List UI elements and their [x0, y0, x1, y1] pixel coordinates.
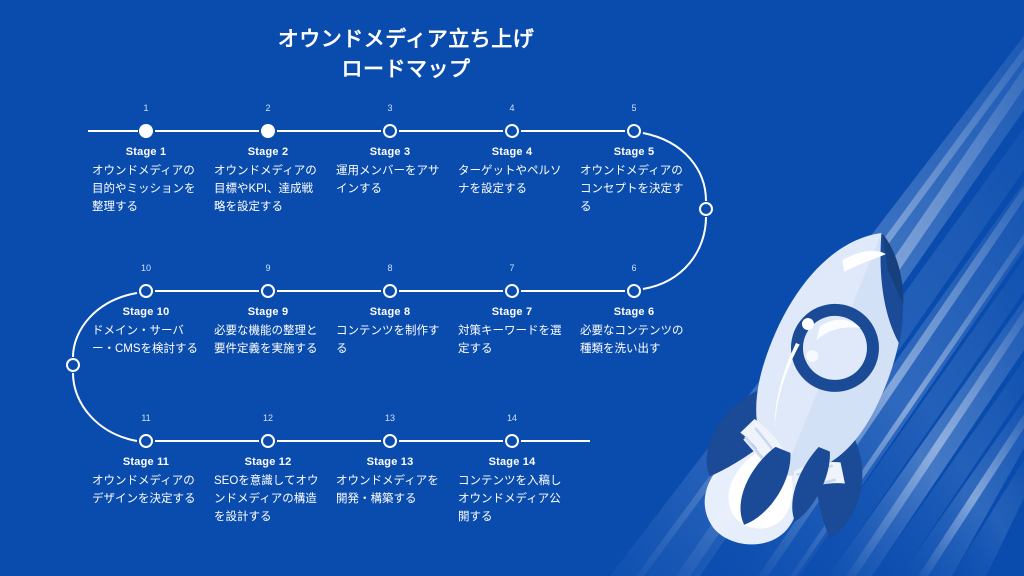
stage-body-1: オウンドメディアの目的やミッションを整理する	[92, 165, 196, 213]
stage-number-9: 9	[265, 263, 271, 273]
stage-number-10: 10	[140, 263, 151, 273]
page-title: オウンドメディア立ち上げ ロードマップ	[0, 25, 812, 86]
stage-card-9[interactable]: Stage 9 必要な機能の整理と要件定義を実施する	[214, 306, 322, 359]
stage-number-4: 4	[509, 103, 515, 113]
stage-card-14[interactable]: Stage 14 コンテンツを入稿しオウンドメディア公開する	[458, 456, 566, 526]
stage-body-7: 対策キーワードを選定する	[458, 325, 562, 355]
stage-body-6: 必要なコンテンツの種類を洗い出す	[580, 325, 684, 355]
stage-dot-12	[261, 434, 275, 448]
stage-body-11: オウンドメディアのデザインを決定する	[92, 475, 196, 505]
stage-number-11: 11	[141, 413, 151, 423]
stage-body-8: コンテンツを制作する	[336, 325, 440, 355]
stage-dot-4	[505, 124, 519, 138]
stage-card-3[interactable]: Stage 3 運用メンバーをアサインする	[336, 146, 444, 199]
stage-dot-7	[505, 284, 519, 298]
stage-card-11[interactable]: Stage 11 オウンドメディアのデザインを決定する	[92, 456, 200, 509]
stage-title-12: Stage 12	[244, 456, 292, 468]
stage-body-5: オウンドメディアのコンセプトを決定する	[580, 165, 684, 213]
stage-title-1: Stage 1	[125, 146, 167, 158]
stage-title-9: Stage 9	[247, 306, 289, 318]
stage-number-8: 8	[387, 263, 393, 273]
stage-card-8[interactable]: Stage 8 コンテンツを制作する	[336, 306, 444, 359]
stage-title-4: Stage 4	[491, 146, 533, 158]
stage-number-12: 12	[262, 413, 273, 423]
stage-dot-2	[261, 124, 275, 138]
stage-number-5: 5	[631, 103, 637, 113]
stage-body-14: コンテンツを入稿しオウンドメディア公開する	[458, 475, 562, 523]
stage-dot-13	[383, 434, 397, 448]
stage-card-6[interactable]: Stage 6 必要なコンテンツの種類を洗い出す	[580, 306, 688, 359]
stage-number-13: 13	[384, 413, 395, 423]
stage-card-10[interactable]: Stage 10 ドメイン・サーバー・CMSを検討する	[92, 306, 200, 359]
stage-title-5: Stage 5	[613, 146, 655, 158]
stage-number-1: 1	[143, 103, 149, 113]
stage-dot-11	[139, 434, 153, 448]
stage-body-9: 必要な機能の整理と要件定義を実施する	[214, 325, 318, 355]
stage-dot-3	[383, 124, 397, 138]
stage-title-10: Stage 10	[122, 306, 170, 318]
stage-body-3: 運用メンバーをアサインする	[336, 165, 440, 195]
stage-body-12: SEOを意識してオウンドメディアの構造を設計する	[214, 475, 319, 523]
stage-title-11: Stage 11	[122, 456, 170, 468]
page-title-line-2: ロードマップ	[341, 58, 471, 82]
rocket-illustration	[704, 232, 904, 545]
stage-dot-10	[139, 284, 153, 298]
stage-dot-9	[261, 284, 275, 298]
stage-dot-14	[505, 434, 519, 448]
stage-number-6: 6	[631, 263, 637, 273]
stage-title-7: Stage 7	[491, 306, 533, 318]
page-title-line-1: オウンドメディア立ち上げ	[277, 28, 535, 51]
rail-right-curve-bottom	[642, 216, 707, 290]
stage-card-12[interactable]: Stage 12 SEOを意識してオウンドメディアの構造を設計する	[214, 456, 322, 526]
stage-dot-8	[383, 284, 397, 298]
connector-dot-left	[66, 358, 80, 372]
stage-body-2: オウンドメディアの目標やKPI、達成戦略を設定する	[214, 165, 317, 213]
stage-card-7[interactable]: Stage 7 対策キーワードを選定する	[458, 306, 566, 359]
stage-title-13: Stage 13	[366, 456, 414, 468]
stage-dot-5	[627, 124, 641, 138]
stage-card-5[interactable]: Stage 5 オウンドメディアのコンセプトを決定する	[580, 146, 688, 216]
connector-dot-right	[699, 202, 713, 216]
stage-number-7: 7	[509, 263, 515, 273]
stage-card-2[interactable]: Stage 2 オウンドメディアの目標やKPI、達成戦略を設定する	[214, 146, 322, 216]
stage-card-13[interactable]: Stage 13 オウンドメディアを開発・構築する	[336, 456, 444, 509]
stage-card-1[interactable]: Stage 1 オウンドメディアの目的やミッションを整理する	[92, 146, 200, 216]
rail-left-curve-bottom	[72, 372, 138, 442]
stage-number-2: 2	[265, 103, 271, 113]
stage-title-8: Stage 8	[369, 306, 411, 318]
stage-number-14: 14	[506, 413, 517, 423]
stage-title-6: Stage 6	[613, 306, 655, 318]
stage-body-13: オウンドメディアを開発・構築する	[336, 475, 439, 505]
stage-body-4: ターゲットやペルソナを設定する	[458, 165, 562, 195]
stage-title-2: Stage 2	[247, 146, 289, 158]
stage-body-10: ドメイン・サーバー・CMSを検討する	[92, 325, 199, 355]
stage-title-3: Stage 3	[369, 146, 411, 158]
stage-number-3: 3	[387, 103, 393, 113]
stage-card-4[interactable]: Stage 4 ターゲットやペルソナを設定する	[458, 146, 566, 199]
stage-dot-6	[627, 284, 641, 298]
stage-dot-1	[139, 124, 153, 138]
stage-title-14: Stage 14	[488, 456, 536, 468]
